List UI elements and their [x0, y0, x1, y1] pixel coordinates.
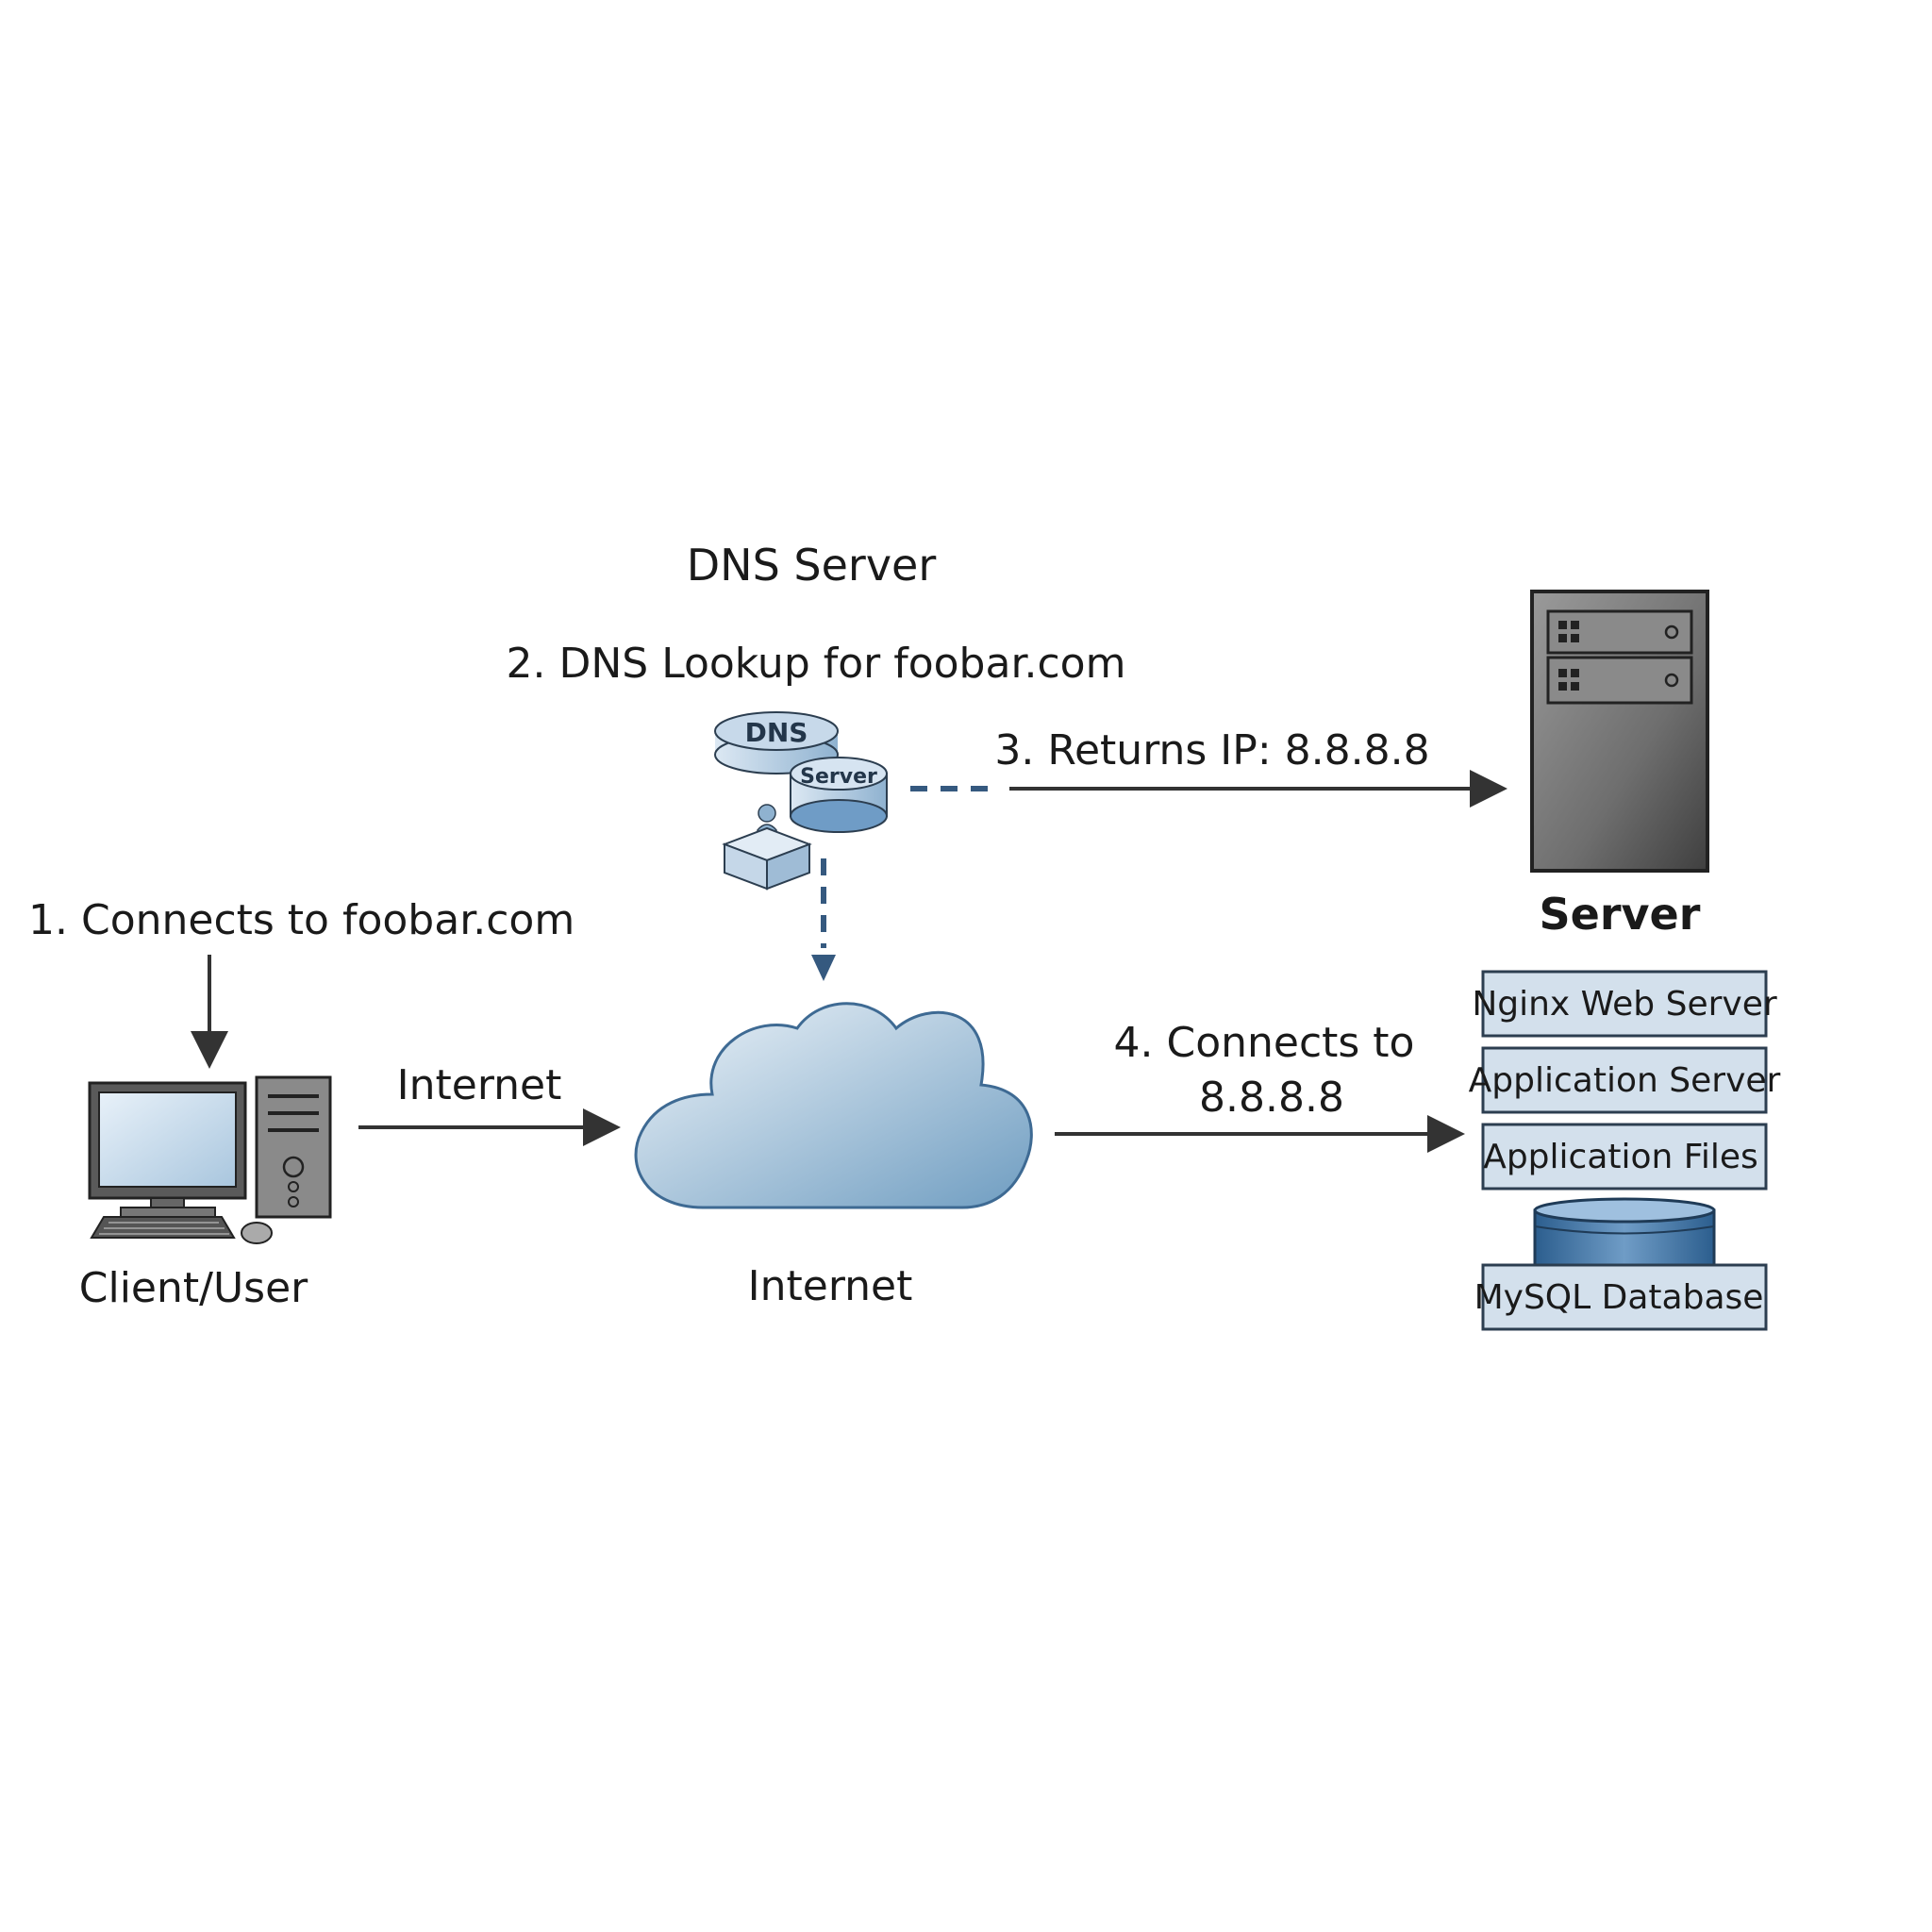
stack-label-nginx: Nginx Web Server: [1472, 985, 1777, 1024]
stack-label-mysql: MySQL Database: [1474, 1278, 1764, 1317]
step-1-label: 1. Connects to foobar.com: [28, 896, 575, 944]
client-computer-icon: [88, 1075, 332, 1244]
stack-box-app-server: [1481, 1046, 1768, 1114]
stack-box-app-files: [1481, 1123, 1768, 1191]
database-cylinder-icon: [1533, 1197, 1716, 1271]
dns-icon-top-text: DNS: [745, 717, 808, 748]
internet-link-label: Internet: [397, 1061, 562, 1109]
dns-icon-bottom-text: Server: [800, 765, 877, 789]
stack-label-app-files: Application Files: [1483, 1138, 1758, 1176]
server-stack: Nginx Web Server Application Server Appl…: [1469, 970, 1781, 1331]
step-3-label: 3. Returns IP: 8.8.8.8: [994, 726, 1429, 774]
stack-box-nginx: [1481, 970, 1768, 1038]
internet-cloud-label: Internet: [748, 1262, 913, 1310]
server-title: Server: [1540, 889, 1701, 940]
stack-label-app-server: Application Server: [1469, 1061, 1781, 1100]
step-2-label: 2. DNS Lookup for foobar.com: [507, 640, 1126, 688]
internet-cloud-icon: [634, 1002, 1033, 1209]
client-user-label: Client/User: [79, 1264, 308, 1312]
user-box-icon: [722, 804, 812, 891]
step-4-label-line2: 8.8.8.8: [1199, 1074, 1344, 1122]
step-4-label-line1: 4. Connects to: [1114, 1019, 1415, 1067]
stack-box-mysql: [1481, 1263, 1768, 1331]
dns-dashed-down-arrowhead: [811, 955, 836, 981]
server-tower-icon: [1530, 590, 1709, 873]
dns-server-title: DNS Server: [687, 540, 937, 591]
dns-server-icon: DNS Server: [714, 711, 888, 833]
